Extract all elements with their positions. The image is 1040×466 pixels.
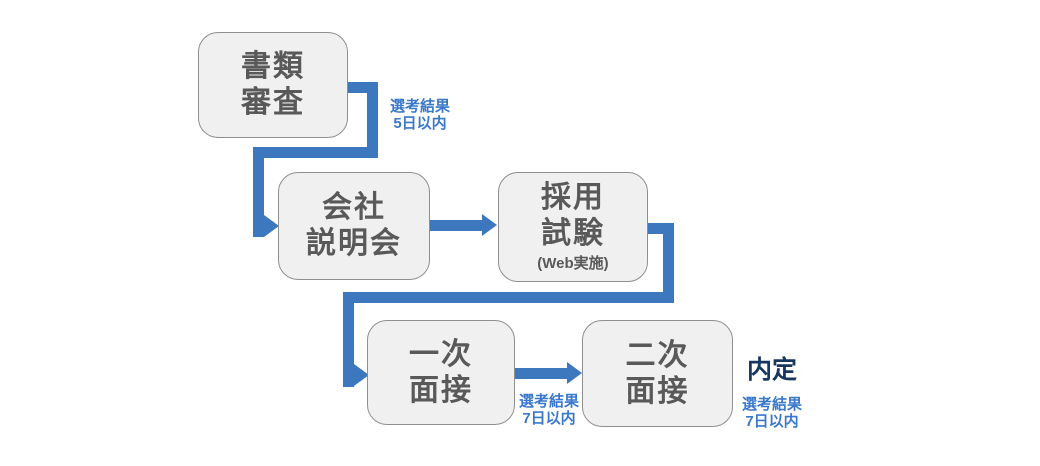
- connector-2-horizontal: [430, 220, 482, 231]
- step-sub-label: (Web実施): [537, 255, 609, 272]
- step-label-line: 書類: [241, 50, 305, 83]
- step-box-document-screening: 書類 審査: [198, 32, 348, 138]
- connector-4-arrowhead-icon: [567, 362, 582, 384]
- connector-3-down-vertical: [663, 223, 674, 303]
- connector-3-back-horizontal: [343, 292, 674, 303]
- connector-3-arrowhead-icon: [354, 364, 369, 386]
- step-label-line: 会社: [322, 191, 386, 224]
- final-outcome-label: 内定: [746, 356, 797, 384]
- annotation-line: 7日以内: [745, 413, 799, 430]
- step-box-hiring-exam: 採用 試験 (Web実施): [498, 172, 648, 282]
- step-label-line: 審査: [241, 86, 305, 119]
- connector-3-drop-vertical: [343, 292, 354, 387]
- step-label-line: 面接: [625, 374, 690, 408]
- connector-1-arrowhead-icon: [264, 215, 279, 237]
- connector-4-horizontal: [515, 368, 567, 379]
- connector-1-back-horizontal: [253, 147, 378, 158]
- connector-1-down-vertical: [367, 82, 378, 158]
- step-label-line: 面接: [409, 373, 473, 407]
- annotation-result-after-second-interview: 選考結果 7日以内: [732, 396, 812, 430]
- step-box-second-interview: 二次 面接: [582, 320, 733, 427]
- step-label-line: 二次: [625, 338, 690, 372]
- connector-1-exit-horizontal: [348, 82, 378, 93]
- connector-3-exit-horizontal: [648, 223, 674, 234]
- step-label-line: 試験: [541, 217, 605, 250]
- step-box-company-info-session: 会社 説明会: [278, 172, 430, 280]
- connector-2-arrowhead-icon: [482, 214, 497, 236]
- annotation-line: 選考結果: [389, 98, 450, 115]
- annotation-line: 選考結果: [741, 396, 802, 413]
- step-label-line: 一次: [409, 337, 473, 371]
- annotation-result-after-screening: 選考結果 5日以内: [380, 98, 460, 132]
- annotation-result-after-first-interview: 選考結果 7日以内: [509, 393, 589, 427]
- annotation-line: 5日以内: [393, 115, 447, 132]
- step-box-first-interview: 一次 面接: [367, 320, 515, 425]
- annotation-line: 7日以内: [522, 410, 576, 427]
- annotation-line: 選考結果: [518, 393, 579, 410]
- connector-1-drop-vertical: [253, 147, 264, 237]
- step-label-line: 説明会: [306, 227, 402, 260]
- step-label-line: 採用: [541, 181, 605, 214]
